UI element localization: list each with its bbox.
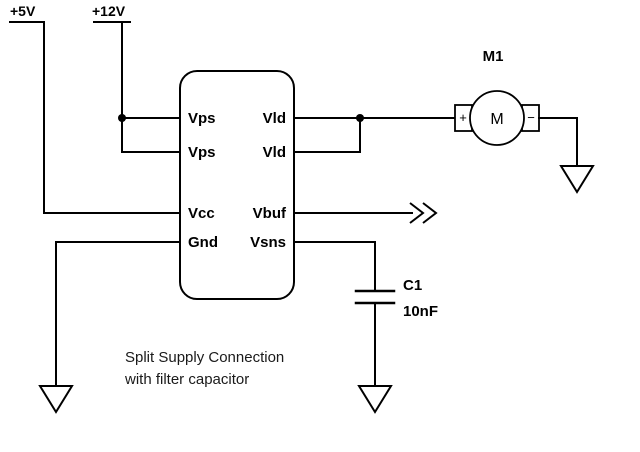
- caption-line-1: Split Supply Connection: [125, 349, 284, 366]
- capacitor-ref-label: C1: [403, 277, 422, 294]
- ic-body: [179, 70, 295, 300]
- pin-label-vbuf: Vbuf: [253, 205, 287, 222]
- motor-plus-sign: +: [459, 110, 467, 125]
- rail-12v-label: +12V: [92, 3, 126, 19]
- pin-label-gnd: Gnd: [188, 234, 218, 251]
- capacitor-value-label: 10nF: [403, 303, 438, 320]
- motor-letter: M: [490, 111, 503, 128]
- pin-label-vld1: Vld: [263, 110, 286, 127]
- junction-dot-12v: [118, 114, 126, 122]
- rail-5v-label: +5V: [10, 3, 36, 19]
- pin-label-vcc: Vcc: [188, 205, 215, 222]
- ground-symbol-motor: [559, 165, 595, 194]
- motor-ref-label: M1: [483, 48, 504, 65]
- vbuf-chevron-1: [409, 202, 425, 224]
- pin-label-vld2: Vld: [263, 144, 286, 161]
- pin-label-vps1: Vps: [188, 110, 216, 127]
- motor-minus-sign: −: [527, 110, 535, 125]
- ground-symbol-left: [38, 385, 74, 414]
- motor-circle: [469, 90, 525, 146]
- ground-symbol-capacitor: [357, 385, 393, 414]
- caption-line-2: with filter capacitor: [124, 371, 249, 388]
- vbuf-chevron-2: [422, 202, 438, 224]
- pin-label-vsns: Vsns: [250, 234, 286, 251]
- pin-label-vps2: Vps: [188, 144, 216, 161]
